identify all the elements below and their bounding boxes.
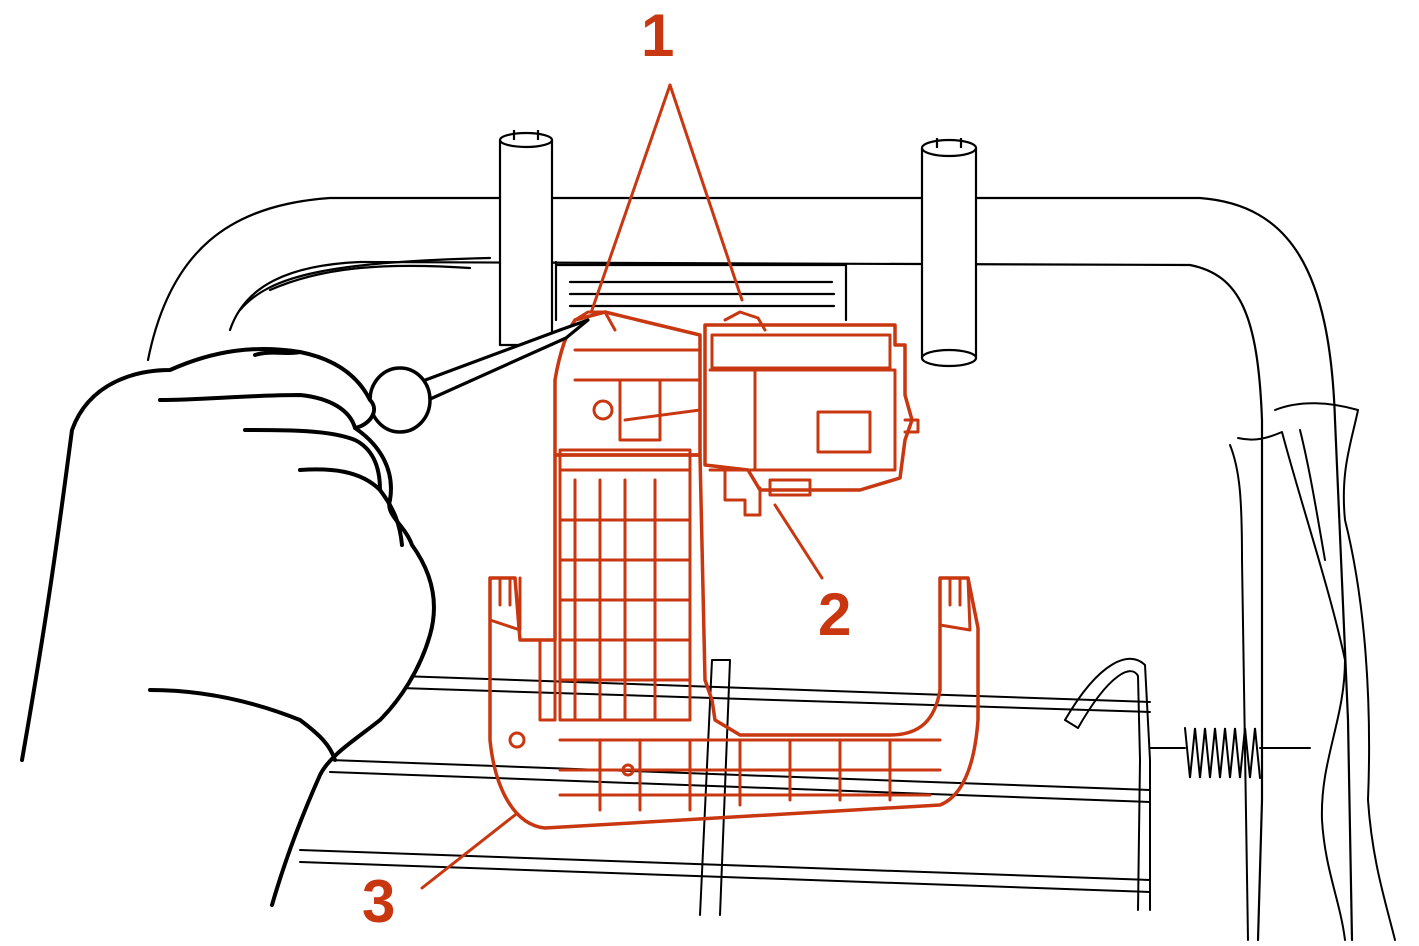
leader-2: [773, 503, 824, 580]
callout-number-3: 3: [362, 868, 396, 935]
door-lock-assembly: [488, 310, 980, 830]
door-frame: [146, 196, 1354, 942]
leader-3: [420, 813, 517, 890]
leader-1-right: [668, 83, 744, 302]
callout-leaders: [420, 83, 824, 890]
callout-number-1: 1: [641, 2, 675, 69]
leader-1-left: [590, 83, 672, 312]
basket-wires: [299, 657, 1311, 916]
callout-number-2: 2: [818, 581, 852, 648]
hand-with-screwdriver: [20, 318, 590, 907]
door-edge: [1229, 402, 1396, 941]
